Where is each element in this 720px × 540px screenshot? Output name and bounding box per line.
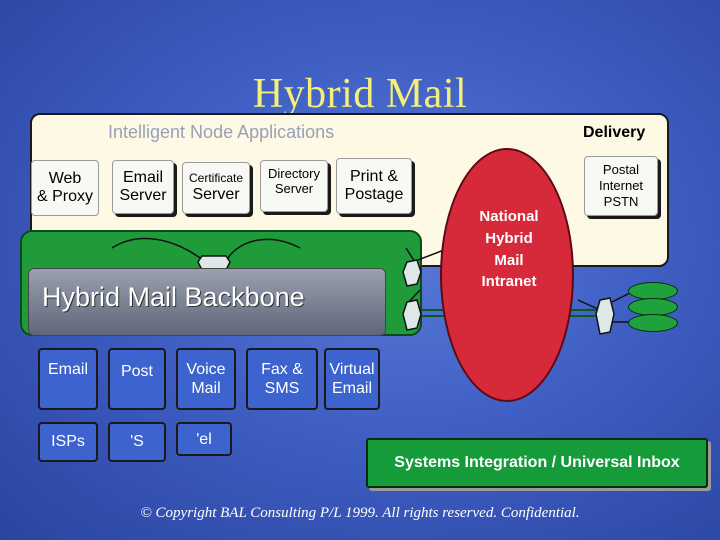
copyright-notice: © Copyright BAL Consulting P/L 1999. All… [140, 505, 580, 521]
web-proxy-card: Web & Proxy [31, 160, 99, 216]
connector-line [227, 238, 301, 259]
endpoint-node-icon [628, 314, 678, 332]
intranet-line: Intranet [481, 273, 537, 291]
card-line: Email [122, 169, 163, 187]
service-line: 'el [196, 431, 212, 448]
delivery-heading: Delivery [583, 124, 646, 141]
service-el-box: 'el [176, 422, 232, 456]
service-line: Voice [186, 361, 226, 378]
backbone-bar [28, 268, 386, 336]
service-line: ISPs [51, 433, 85, 450]
delivery-channels-card: Postal Internet PSTN [584, 156, 658, 216]
intranet-label: National Hybrid Mail Intranet [462, 206, 556, 293]
service-fax-sms-box: Fax & SMS [246, 348, 318, 410]
card-line: Web [48, 170, 82, 188]
intranet-line: Hybrid [485, 229, 533, 247]
service-line: 'S [130, 433, 144, 450]
service-line: SMS [264, 380, 300, 397]
card-line: Print & [349, 168, 398, 186]
systems-integration-box: Systems Integration / Universal Inbox [366, 438, 708, 488]
service-line: Email [47, 361, 88, 378]
applications-heading: Intelligent Node Applications [108, 122, 335, 142]
network-node-icon [595, 297, 615, 335]
backbone-label: Hybrid Mail Backbone [42, 282, 305, 312]
service-email-box: Email [38, 348, 98, 410]
directory-server-card: Directory Server [260, 160, 328, 212]
network-node-icon [402, 259, 422, 287]
service-line: Post [120, 363, 153, 380]
intranet-ellipse [440, 148, 574, 402]
service-s-box: 'S [108, 422, 166, 462]
print-postage-card: Print & Postage [336, 158, 412, 214]
connector-line [111, 237, 201, 259]
intranet-line: Mail [494, 251, 524, 269]
card-line: Server [119, 187, 167, 204]
email-server-card: Email Server [112, 160, 174, 214]
certificate-server-card: Certificate Server [182, 162, 250, 214]
card-line: Server [274, 180, 314, 196]
service-line: Virtual [329, 361, 375, 378]
service-line: Fax & [261, 360, 303, 378]
card-line: Internet [598, 177, 644, 193]
card-line: Server [192, 185, 240, 203]
intranet-line: National [479, 208, 539, 225]
card-line: & Proxy [36, 188, 93, 205]
service-post-box: Post [108, 348, 166, 410]
card-line: Certificate [188, 171, 244, 186]
card-line: PSTN [603, 194, 639, 210]
card-line: Postage [344, 186, 404, 203]
service-voice-mail-box: Voice Mail [176, 348, 236, 410]
slide-title: Hybrid Mail [252, 71, 468, 117]
service-isps-box: ISPs [38, 422, 98, 462]
service-line: Email [331, 380, 372, 398]
service-line: Mail [191, 380, 221, 398]
service-virtual-email-box: Virtual Email [324, 348, 380, 410]
connector-line [577, 299, 601, 311]
network-node-icon [402, 299, 422, 331]
card-line: Postal [602, 161, 640, 177]
card-line: Directory [267, 166, 320, 181]
